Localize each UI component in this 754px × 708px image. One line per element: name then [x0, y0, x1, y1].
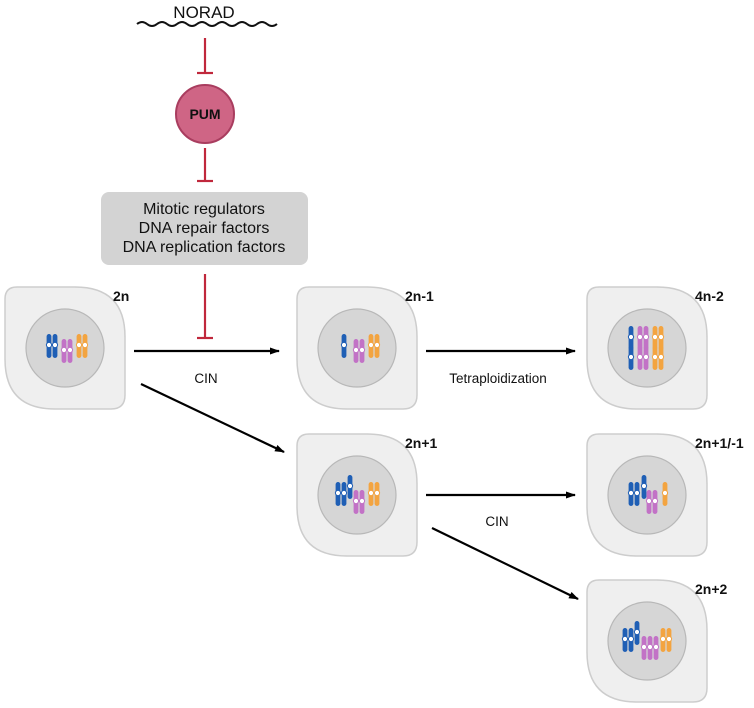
arrow-2n+1-to-2n+2	[431, 527, 579, 600]
pum-label: PUM	[189, 106, 220, 122]
chromosome-blue	[621, 628, 629, 652]
cell-label-2n-1: 2n-1	[405, 288, 434, 304]
cell-2n: 2n	[4, 286, 129, 410]
arrow-2n-to-2n+1	[140, 383, 285, 453]
chromosome-blue	[51, 334, 59, 358]
target-dna-repair-factors: DNA repair factors	[139, 220, 270, 237]
chromosome-orange	[373, 334, 381, 358]
cell-label-2n: 2n	[113, 288, 129, 304]
chromosome-pink	[642, 326, 650, 350]
chromosome-blue	[627, 326, 635, 350]
norad-rna-wave	[136, 21, 278, 27]
chromosome-set	[627, 326, 665, 370]
chromosome-set	[45, 334, 89, 363]
chromosome-orange	[81, 334, 89, 358]
chromosome-blue	[45, 334, 53, 358]
chromosome-pink	[358, 339, 366, 363]
cell-2n+2: 2n+2	[586, 579, 728, 703]
chromosome-blue	[334, 482, 342, 506]
chromosome-blue	[627, 346, 635, 370]
norad-rna: NORAD	[136, 3, 278, 27]
label-tetraploidization: Tetraploidization	[449, 371, 547, 386]
chromosome-blue	[340, 482, 348, 506]
label-cin-second: CIN	[485, 514, 508, 529]
chromosome-orange	[657, 346, 665, 370]
chromosome-pink	[60, 339, 68, 363]
chromosome-orange	[373, 482, 381, 506]
pum-inhibits-targets	[197, 148, 213, 183]
target-dna-replication-factors: DNA replication factors	[123, 239, 286, 256]
chromosome-pink	[642, 346, 650, 370]
chromosome-set	[340, 334, 381, 363]
chromosome-set	[627, 475, 669, 514]
norad-inhibits-pum	[197, 38, 213, 75]
cell-label-2n+1-1: 2n+1/-1	[695, 435, 744, 451]
chromosome-orange	[665, 628, 673, 652]
chromosome-blue	[627, 628, 635, 652]
transition-arrows	[134, 347, 579, 600]
chromosome-orange	[659, 628, 667, 652]
chromosome-pink	[652, 636, 660, 660]
chromosome-blue	[346, 475, 354, 499]
chromosome-blue	[640, 475, 648, 499]
target-mitotic-regulators: Mitotic regulators	[143, 201, 265, 218]
chromosome-pink	[645, 490, 653, 514]
norad-label: NORAD	[173, 3, 234, 22]
chromosome-set	[334, 475, 381, 514]
cell-4n-2: 4n-2	[586, 286, 724, 410]
chromosome-orange	[75, 334, 83, 358]
targets-inhibit-cin	[197, 274, 213, 340]
chromosome-blue	[340, 334, 348, 358]
cell-label-2n+1: 2n+1	[405, 435, 438, 451]
chromosome-orange	[367, 334, 375, 358]
chromosome-orange	[367, 482, 375, 506]
pum-targets-box: Mitotic regulators DNA repair factors DN…	[101, 192, 308, 265]
chromosome-blue	[633, 482, 641, 506]
chromosome-blue	[627, 482, 635, 506]
label-cin-first: CIN	[194, 371, 217, 386]
cell-2n+1: 2n+1	[296, 433, 438, 557]
chromosome-pink	[66, 339, 74, 363]
chromosome-pink	[636, 346, 644, 370]
chromosome-blue	[633, 621, 641, 645]
chromosome-set	[621, 621, 673, 660]
chromosome-orange	[661, 482, 669, 506]
chromosome-pink	[640, 636, 648, 660]
pum-node: PUM	[175, 84, 235, 144]
chromosome-pink	[646, 636, 654, 660]
cell-2n+1-1: 2n+1/-1	[586, 433, 744, 557]
chromosome-pink	[352, 339, 360, 363]
chromosome-orange	[651, 346, 659, 370]
chromosome-pink	[651, 490, 659, 514]
cell-2n-1: 2n-1	[296, 286, 434, 410]
chromosome-orange	[651, 326, 659, 350]
cell-label-2n+2: 2n+2	[695, 581, 728, 597]
chromosome-pink	[358, 490, 366, 514]
chromosome-pink	[636, 326, 644, 350]
chromosome-orange	[657, 326, 665, 350]
cell-label-4n-2: 4n-2	[695, 288, 724, 304]
nucleus	[607, 601, 687, 681]
chromosome-pink	[352, 490, 360, 514]
